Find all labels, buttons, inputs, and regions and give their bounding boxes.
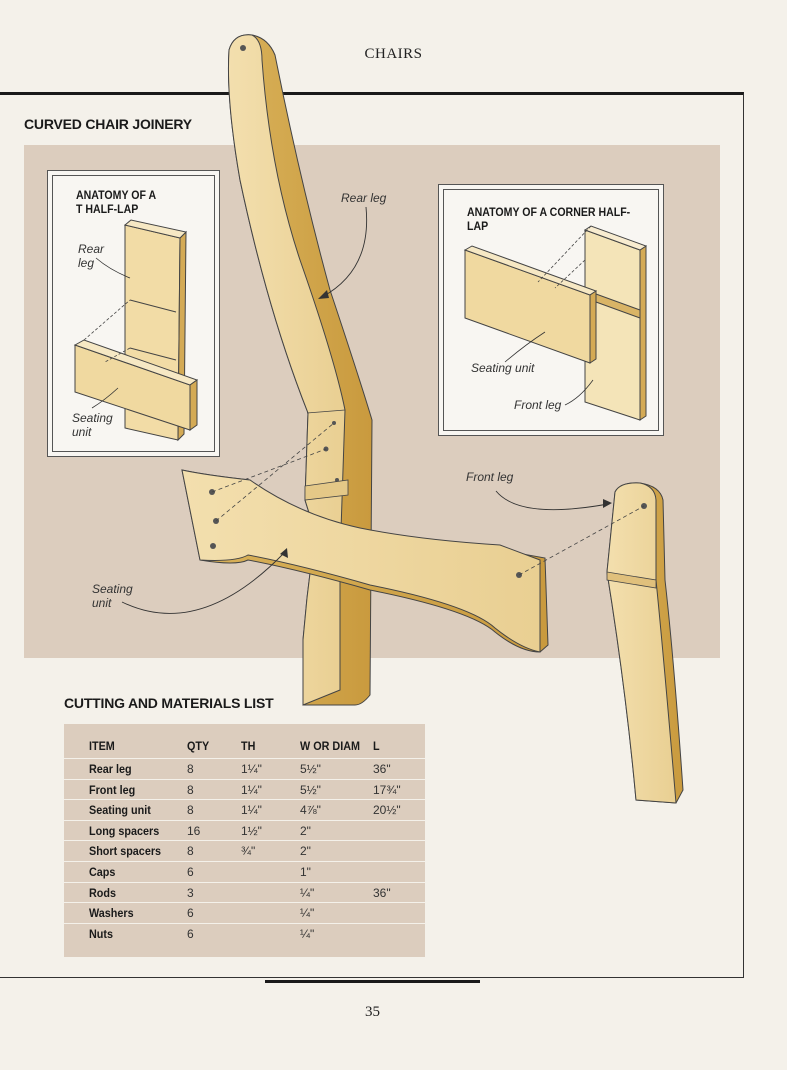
cell-w-or-diam: 5½" [300,782,321,797]
label-corner-seating-unit: Seating unit [471,361,535,375]
table-row: Seating unit 8 1¼" 4⅞" 20½" [64,799,425,820]
cell-th: ¾" [241,844,256,859]
table-row: Nuts 6 ¼" [64,922,425,944]
cell-w-or-diam: 2" [300,823,311,838]
alignment-lines [211,422,645,576]
cell-qty: 6 [187,926,194,941]
label-front-leg: Front leg [466,470,514,484]
rear-leg-drawing [227,34,373,706]
cell-qty: 3 [187,885,194,900]
page-frame [0,92,744,978]
table-row: Long spacers 16 1½" 2" [64,819,425,841]
cell-w-or-diam: 2" [300,844,311,859]
section-title: CURVED CHAIR JOINERY [24,116,192,132]
cell-w-or-diam: ¼" [300,885,315,900]
col-l: L [373,739,380,753]
inset-t-title-line2: T HALF-LAP [76,204,139,216]
cell-qty: 8 [187,803,194,818]
cell-th: 1¼" [241,782,262,797]
cell-l: 20½" [373,803,401,818]
materials-title: CUTTING AND MATERIALS LIST [64,695,274,711]
front-leg-drawing [606,482,684,804]
cell-l: 36" [373,762,391,776]
cell-qty: 6 [187,906,194,921]
cell-qty: 6 [187,865,194,879]
cell-w-or-diam: ¼" [300,906,315,921]
cell-qty: 8 [187,844,194,859]
cell-item: Washers [89,906,134,921]
table-row: Rear leg 8 1¼" 5½" 36" [64,758,425,779]
label-rear-leg: Rear leg [341,191,387,205]
label-t-rear-leg: Rear leg [78,242,105,270]
cell-th: 1¼" [241,803,262,818]
cell-th: 1¼" [241,762,262,776]
cell-l: 17¾" [373,782,401,797]
cell-w-or-diam: ¼" [300,926,315,941]
table-row: Washers 6 ¼" [64,902,425,923]
inset-t-title-line1: ANATOMY OF A [76,190,157,202]
inset-corner-title: ANATOMY OF A CORNER HALF-LAP [467,207,631,233]
label-t-seating-unit: Seating unit [72,411,113,439]
label-corner-front-leg: Front leg [514,398,562,412]
cell-qty: 8 [187,762,194,776]
inset-border [443,189,659,431]
col-item: ITEM [89,739,115,753]
cell-item: Short spacers [89,844,162,859]
label-seating-unit: Seating unit [92,582,133,610]
corner-half-lap-drawing [463,225,648,421]
cell-w-or-diam: 4⅞" [300,803,321,818]
running-head: CHAIRS [364,46,423,62]
cell-item: Long spacers [89,823,160,838]
cell-item: Nuts [89,926,114,941]
page-number: 35 [365,1004,380,1020]
col-qty: QTY [187,739,210,753]
table-row: Front leg 8 1¼" 5½" 17¾" [64,778,425,800]
footer-rule [265,980,480,983]
table-row: Short spacers 8 ¾" 2" [64,840,425,861]
cell-w-or-diam: 5½" [300,762,321,776]
col-th: TH [241,739,256,753]
inset-border [52,175,215,452]
table-row: Caps 6 1" [64,861,425,882]
leader-lines [121,206,609,614]
cell-th: 1½" [241,823,262,838]
inset-t-title: ANATOMY OF A T HALF-LAP [76,189,156,217]
materials-table: ITEM QTY TH W OR DIAM L Rear leg 8 1¼" 5½" 3… [64,724,425,957]
cell-item: Front leg [89,782,136,797]
cell-item: Rods [89,885,116,900]
table-header: ITEM QTY TH W OR DIAM L [64,736,425,756]
table-row: Rods 3 ¼" 36" [64,881,425,903]
t-half-lap-drawing [73,219,199,442]
cell-item: Rear leg [89,762,132,776]
cell-item: Caps [89,865,116,879]
cell-qty: 8 [187,782,194,797]
cell-w-or-diam: 1" [300,865,311,879]
col-w-or-diam: W OR DIAM [300,739,360,753]
cell-qty: 16 [187,823,201,838]
cell-l: 36" [373,885,391,900]
cell-item: Seating unit [89,803,151,818]
